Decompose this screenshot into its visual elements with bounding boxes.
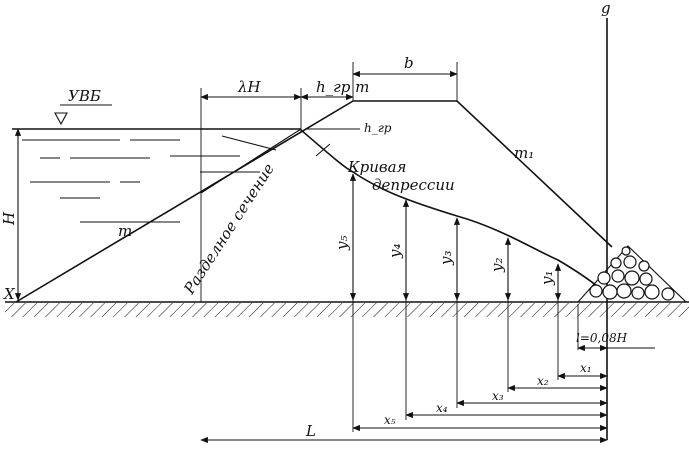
- curve-label-line2: депрессии: [372, 176, 455, 194]
- x-dimensions: x₁ x₂ x₃ x₄ x₅ L: [200, 300, 608, 444]
- b-label: b: [404, 54, 414, 72]
- uvb-marker: УВБ: [54, 87, 112, 126]
- g-label: g: [601, 0, 611, 17]
- x4-label: x₄: [436, 401, 448, 415]
- top-dimensions: λH h_гр m b h_гр: [200, 54, 458, 302]
- drain-dimension: l=0,08H: [576, 304, 655, 352]
- x-origin-label: X: [3, 285, 16, 303]
- curve-label-line1: Кривая: [347, 158, 406, 176]
- h-label: H: [0, 211, 18, 226]
- x3-label: x₃: [492, 389, 504, 403]
- ground-hatching: [5, 303, 689, 317]
- lambda-h-label: λH: [237, 78, 262, 96]
- uvb-label: УВБ: [68, 87, 101, 105]
- y1-label: y₁: [538, 271, 556, 287]
- x1-label: x₁: [580, 361, 592, 375]
- water-ripples: [22, 135, 277, 223]
- h-gr-label: h_гр: [364, 121, 392, 135]
- y3-label: y₃: [437, 251, 455, 267]
- x5-label: x₅: [384, 413, 396, 427]
- section-label: Разделное сечение: [180, 160, 278, 298]
- y5-label: y₅: [333, 236, 351, 252]
- depression-curve: [300, 129, 603, 291]
- drain-label: l=0,08H: [576, 331, 628, 345]
- upstream-slope-upper: [200, 128, 302, 194]
- downstream-slope-label: m₁: [514, 144, 534, 162]
- y4-label: y₄: [386, 244, 404, 260]
- curve-leader: [315, 143, 331, 157]
- upstream-slope-label: m: [118, 222, 132, 240]
- rock-drain: [576, 245, 688, 303]
- ordinates: y₅ y₄ y₃ y₂ y₁: [333, 173, 562, 301]
- x2-label: x₂: [537, 374, 549, 388]
- l-label: L: [305, 422, 316, 440]
- h-dimension: H X: [0, 128, 22, 303]
- h-gr-m-label: h_гр m: [316, 78, 369, 96]
- dam-outline: [15, 100, 613, 303]
- y2-label: y₂: [488, 258, 506, 274]
